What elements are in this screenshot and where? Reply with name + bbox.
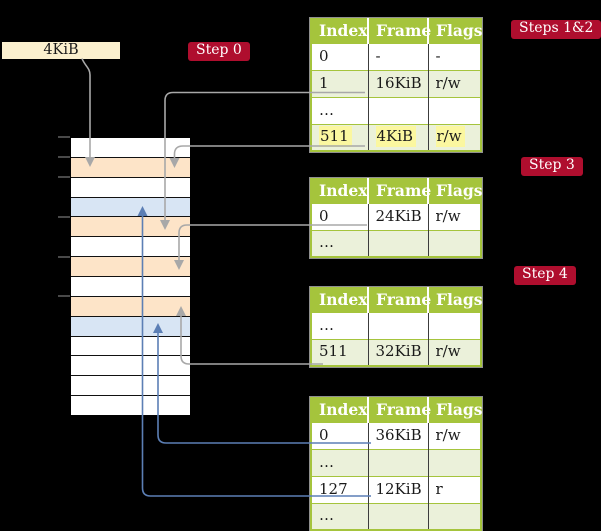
column-header: Flags	[427, 179, 483, 203]
table-cell: 0	[311, 421, 368, 449]
memory-frame-row-white	[71, 376, 190, 397]
table-cell: 0	[311, 42, 368, 70]
highlighted-value: 4KiB	[375, 126, 417, 148]
memory-tick-marks	[58, 136, 70, 297]
table-cell	[367, 229, 428, 257]
table-cell: r/w	[427, 202, 481, 230]
memory-frame-row-orange	[71, 296, 190, 317]
table-cell: 16KiB	[367, 69, 428, 97]
memory-frame-row-blue	[71, 197, 190, 218]
table-row: …	[311, 448, 481, 476]
table-cell: …	[311, 448, 368, 476]
column-header: Index	[311, 398, 368, 422]
column-header: Flags	[427, 19, 483, 43]
memory-frame-row-white	[71, 396, 190, 416]
table-row: …	[311, 502, 481, 530]
memory-frame-row-white	[71, 177, 190, 198]
column-header: Index	[311, 288, 368, 312]
table-cell: r	[427, 475, 481, 503]
table-cell: 1	[311, 69, 368, 97]
memory-frame-row-orange	[71, 257, 190, 278]
table-cell: 511	[311, 123, 368, 151]
table-row: …	[311, 229, 481, 257]
memory-frame-row-white	[71, 356, 190, 377]
badge-steps-1-2: Steps 1&2	[511, 20, 601, 39]
table-cell: 32KiB	[367, 338, 428, 366]
memory-frame-row-blue	[71, 316, 190, 337]
memory-frame-row-orange	[71, 217, 190, 238]
table-cell	[367, 448, 428, 476]
table-cell: r/w	[427, 123, 481, 151]
memory-frame-row-white	[71, 277, 190, 297]
table-cell: …	[311, 311, 368, 339]
column-header: Frame	[367, 398, 431, 422]
column-header: Frame	[367, 288, 431, 312]
highlighted-value: 511	[319, 126, 352, 148]
highlighted-value: r/w	[435, 126, 465, 148]
badge-step-0: Step 0	[188, 42, 250, 61]
table-row: …	[311, 311, 481, 339]
table-cell	[427, 448, 481, 476]
table-cell: 127	[311, 475, 368, 503]
table-cell: r/w	[427, 69, 481, 97]
table-cell: 511	[311, 338, 368, 366]
column-header: Flags	[427, 288, 483, 312]
table-cell	[367, 96, 428, 124]
memory-frame-row-orange	[71, 157, 190, 178]
table-cell	[427, 502, 481, 530]
badge-step-4: Step 4	[514, 266, 576, 285]
table-cell: …	[311, 229, 368, 257]
physical-memory-stack	[70, 137, 191, 416]
column-header: Frame	[367, 19, 431, 43]
memory-frame-row-white	[71, 138, 190, 158]
table-cell: r/w	[427, 338, 481, 366]
table-cell: 36KiB	[367, 421, 428, 449]
memory-frame-row-white	[71, 336, 190, 357]
table-cell	[427, 96, 481, 124]
table-cell: -	[367, 42, 428, 70]
table-cell	[427, 311, 481, 339]
table-row: 0--	[311, 42, 481, 70]
table-cell: 0	[311, 202, 368, 230]
column-header: Index	[311, 179, 368, 203]
column-header: Index	[311, 19, 368, 43]
table-cell	[367, 502, 428, 530]
table-cell: 24KiB	[367, 202, 428, 230]
table-cell: 12KiB	[367, 475, 428, 503]
table-cell: r/w	[427, 421, 481, 449]
frame-size-box: 4KiB	[2, 42, 120, 59]
table-cell: 4KiB	[367, 123, 428, 151]
table-cell	[427, 229, 481, 257]
table-cell: …	[311, 96, 368, 124]
arrow-pt3-idx511-to-32kib	[180, 316, 323, 365]
column-header: Frame	[367, 179, 431, 203]
frame-size-label: 4KiB	[43, 42, 79, 58]
table-cell: -	[427, 42, 481, 70]
table-cell: …	[311, 502, 368, 530]
column-header: Flags	[427, 398, 483, 422]
table-row: …	[311, 96, 481, 124]
memory-frame-row-white	[71, 237, 190, 258]
table-row: 511 4KiB r/w	[311, 123, 481, 151]
badge-step-3: Step 3	[521, 157, 583, 176]
table-cell	[367, 311, 428, 339]
